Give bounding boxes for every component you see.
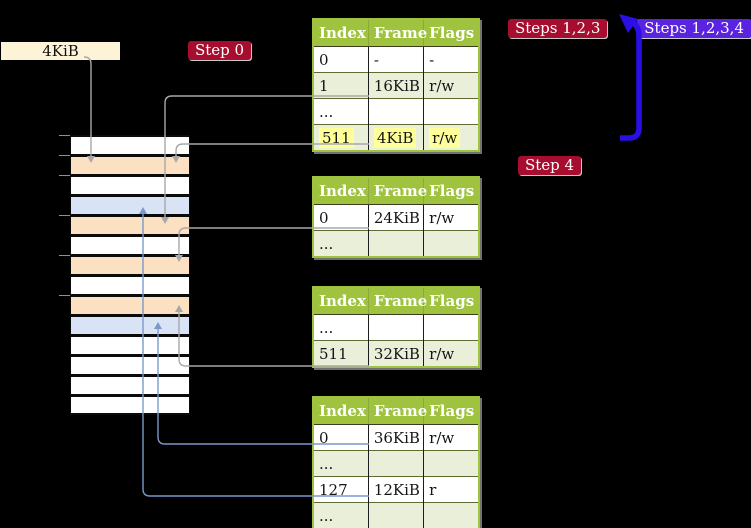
column-header: Index (313, 176, 369, 205)
table-row: ... (313, 450, 479, 477)
address-tick (59, 215, 70, 216)
column-header: Index (313, 396, 369, 425)
table-row: ... (313, 230, 479, 257)
table-cell: r/w (423, 72, 479, 99)
memory-frame-white (70, 355, 190, 375)
table-cell: r/w (423, 424, 479, 451)
highlighted-value: r/w (429, 127, 461, 148)
column-header: Flags (423, 396, 479, 425)
memory-frame-white (70, 235, 190, 255)
memory-frame-white (70, 395, 190, 415)
memory-frame-blue (70, 315, 190, 335)
column-header: Frame (367, 286, 427, 315)
table-cell: ... (313, 230, 369, 257)
address-tick (59, 155, 70, 156)
table-cell (367, 230, 424, 257)
table-row: 0-- (313, 46, 479, 73)
steps-123-badge: Steps 1,2,3 (508, 19, 608, 38)
table-cell: 0 (313, 204, 369, 231)
table-row: ... (313, 502, 479, 528)
highlighted-value: 4KiB (373, 127, 417, 148)
table-row: ... (313, 314, 479, 341)
memory-frame-white (70, 135, 190, 155)
table-cell: r/w (423, 340, 479, 367)
memory-frame-peach (70, 215, 190, 235)
table-cell: 511 (313, 340, 369, 367)
table-cell: 36KiB (367, 424, 424, 451)
table-cell: 511 (313, 124, 369, 151)
table-cell: ... (313, 502, 369, 528)
table-cell: 4KiB (367, 124, 424, 151)
table-cell (367, 502, 424, 528)
memory-frame-peach (70, 255, 190, 275)
table-cell (367, 450, 424, 477)
column-header: Index (313, 18, 369, 47)
address-tick (59, 135, 70, 136)
column-header: Frame (367, 396, 427, 425)
memory-frame-peach (70, 155, 190, 175)
table-cell: r (423, 476, 479, 503)
memory-frame-white (70, 275, 190, 295)
step-0-badge: Step 0 (188, 41, 252, 60)
table-cell: 1 (313, 72, 369, 99)
steps-1234-badge: Steps 1,2,3,4 (637, 19, 751, 38)
table-cell: 0 (313, 46, 369, 73)
table-cell: r/w (423, 204, 479, 231)
address-tick (59, 295, 70, 296)
physical-memory-strip (70, 135, 190, 415)
recursive-loop-arrow (619, 14, 642, 141)
table-cell: ... (313, 450, 369, 477)
column-header: Flags (423, 176, 479, 205)
table-cell (423, 98, 479, 125)
table-cell: 12KiB (367, 476, 424, 503)
table-cell (423, 230, 479, 257)
table-cell (423, 314, 479, 341)
table-cell (367, 98, 424, 125)
column-header: Flags (423, 18, 479, 47)
column-header: Frame (367, 176, 427, 205)
address-tick (59, 175, 70, 176)
table-cell: 32KiB (367, 340, 424, 367)
column-header: Frame (367, 18, 427, 47)
table-cell: ... (313, 314, 369, 341)
table-cell (367, 314, 424, 341)
table-row: 511 4KiB r/w (313, 124, 479, 151)
step-4-badge: Step 4 (518, 156, 582, 175)
memory-frame-blue (70, 195, 190, 215)
highlighted-value: 511 (319, 127, 354, 148)
column-header: Flags (423, 286, 479, 315)
table-cell: - (423, 46, 479, 73)
table-cell: ... (313, 98, 369, 125)
column-header: Index (313, 286, 369, 315)
table-cell: r/w (423, 124, 479, 151)
address-tick (59, 255, 70, 256)
memory-frame-peach (70, 295, 190, 315)
table-cell: 24KiB (367, 204, 424, 231)
table-row: ... (313, 98, 479, 125)
table-cell: - (367, 46, 424, 73)
page-size-label: 4KiB (1, 42, 120, 60)
table-cell (423, 502, 479, 528)
table-cell: 0 (313, 424, 369, 451)
table-cell: 127 (313, 476, 369, 503)
table-cell (423, 450, 479, 477)
memory-frame-white (70, 375, 190, 395)
memory-frame-white (70, 175, 190, 195)
table-cell: 16KiB (367, 72, 424, 99)
memory-frame-white (70, 335, 190, 355)
